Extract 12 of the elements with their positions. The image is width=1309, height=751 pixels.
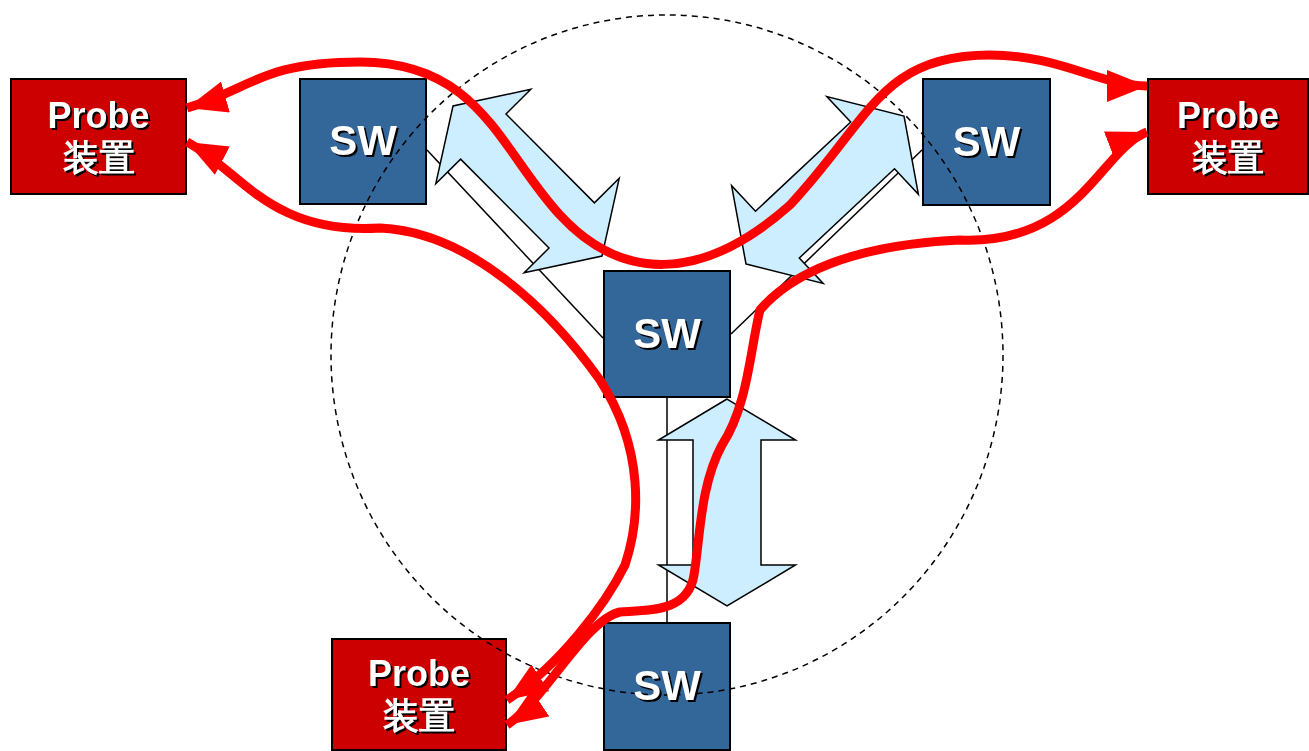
switch-box: SW	[603, 622, 731, 751]
double-arrow	[730, 95, 920, 285]
probe-box: Probe 装置	[10, 78, 187, 195]
link-line	[666, 397, 668, 623]
double-arrow	[655, 398, 799, 607]
double-arrow	[434, 88, 621, 274]
link-line	[426, 149, 604, 339]
switch-box: SW	[922, 78, 1051, 206]
probe-box: Probe 装置	[1147, 78, 1309, 195]
switch-box: SW	[299, 78, 427, 205]
probe-box: Probe 装置	[331, 638, 507, 751]
switch-box: SW	[603, 270, 731, 398]
